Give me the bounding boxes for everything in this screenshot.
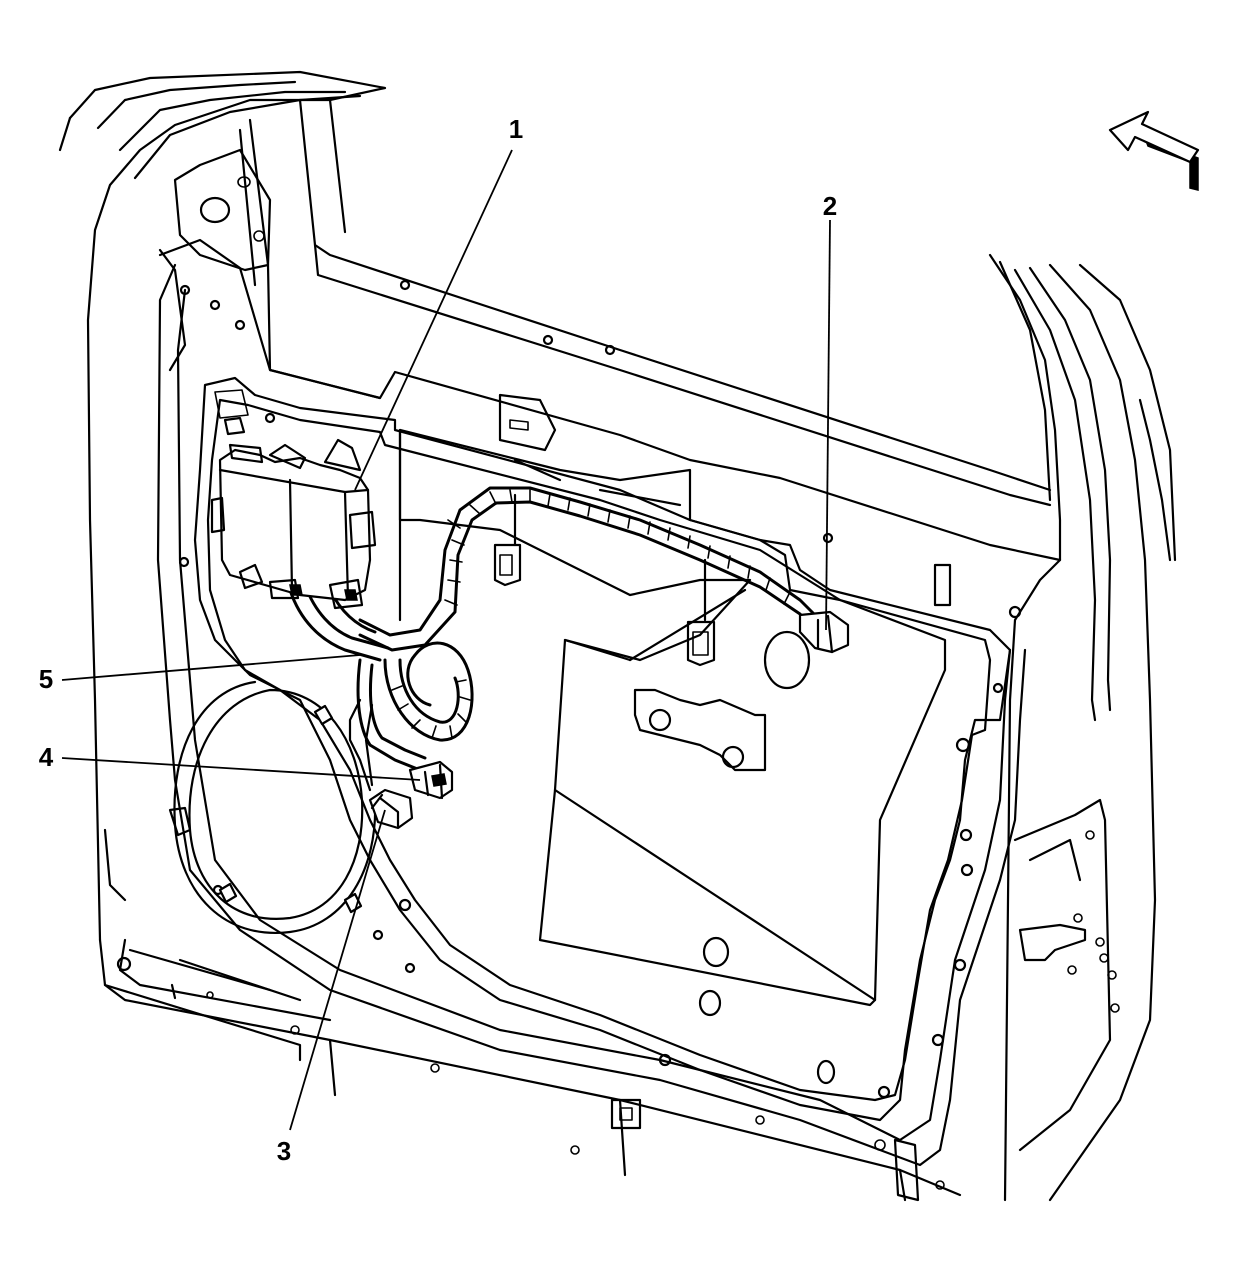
door-module — [210, 438, 377, 610]
leader-line-1 — [354, 149, 513, 491]
speaker-opening — [168, 680, 377, 935]
leader-line-2 — [825, 219, 831, 631]
door-hinge-pillar — [988, 253, 1177, 1202]
harness-connector-2 — [798, 610, 850, 654]
front-direction-arrow-icon — [1108, 110, 1200, 191]
leader-line-3 — [289, 809, 386, 1131]
inner-door-panel — [103, 238, 1062, 1202]
leader-line-4 — [61, 757, 421, 781]
speaker-connector — [408, 760, 454, 800]
callout-label-4: 4 — [39, 742, 54, 772]
wiring-harness — [288, 486, 822, 792]
leader-lines — [61, 149, 831, 1131]
callout-label-5: 5 — [39, 664, 53, 694]
leader-line-5 — [61, 654, 361, 681]
callout-label-2: 2 — [823, 191, 837, 221]
callout-label-3: 3 — [277, 1136, 291, 1166]
callout-label-1: 1 — [509, 114, 523, 144]
harness-clip — [368, 788, 414, 830]
water-deflector-outline — [178, 279, 1022, 1122]
window-opening-rails — [158, 98, 1052, 507]
access-hole-cover — [398, 393, 952, 1085]
